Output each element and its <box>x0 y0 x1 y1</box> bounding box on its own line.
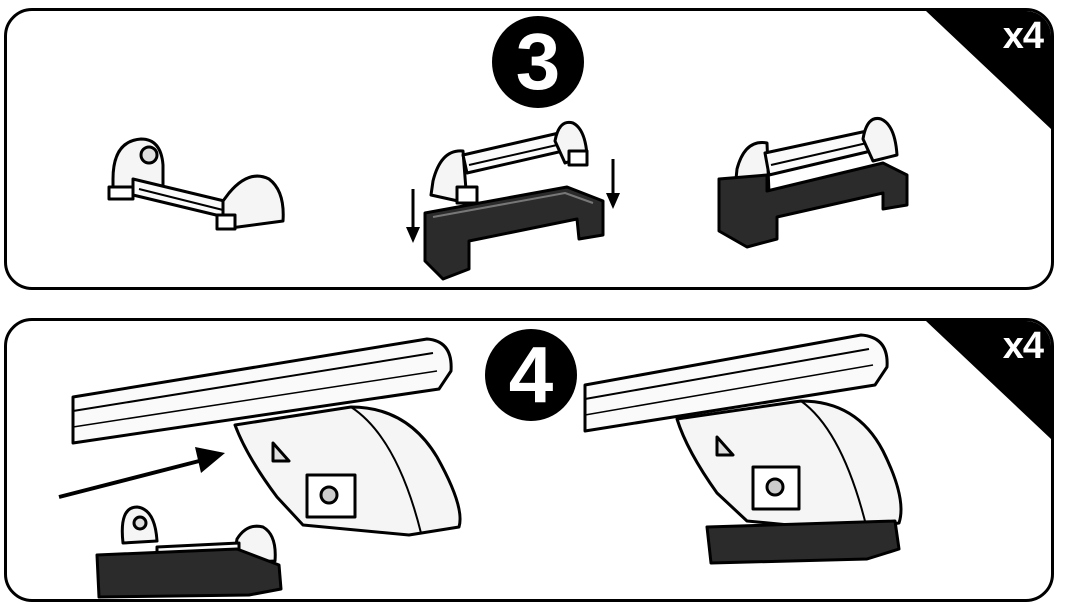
clamp-bolt <box>139 145 159 165</box>
frame-rail <box>461 131 565 175</box>
assembled-clamp-pad <box>705 519 901 565</box>
assembled-pad <box>717 161 909 249</box>
clamp-right-ear <box>221 174 285 231</box>
bar-and-foot-left-figure <box>58 337 462 599</box>
arrow-right-icon <box>58 447 225 499</box>
corner-triangle <box>926 11 1051 129</box>
step-number-4: 4 <box>485 329 577 421</box>
corner-triangle <box>926 321 1051 439</box>
bar-foot <box>233 405 462 537</box>
clamp-pad <box>95 547 283 599</box>
clamp-frame-figure <box>107 137 285 231</box>
quantity-label-4: x4 <box>1002 325 1044 367</box>
assembled-latch <box>751 465 801 511</box>
assembled-clamp-figure <box>717 116 909 249</box>
assembled-right-ear <box>861 116 899 163</box>
step-3-panel: x4 3 <box>4 8 1054 290</box>
foot-latch <box>305 473 357 519</box>
quantity-label-3: x4 <box>1002 15 1044 57</box>
arrow-down-icon <box>406 189 420 243</box>
step-4-panel: x4 4 <box>4 318 1054 602</box>
bar-and-foot-right-figure <box>583 333 903 565</box>
arrow-down-icon <box>606 159 620 209</box>
step-number-3: 3 <box>492 16 584 108</box>
pad-assembly-figure <box>406 120 620 281</box>
